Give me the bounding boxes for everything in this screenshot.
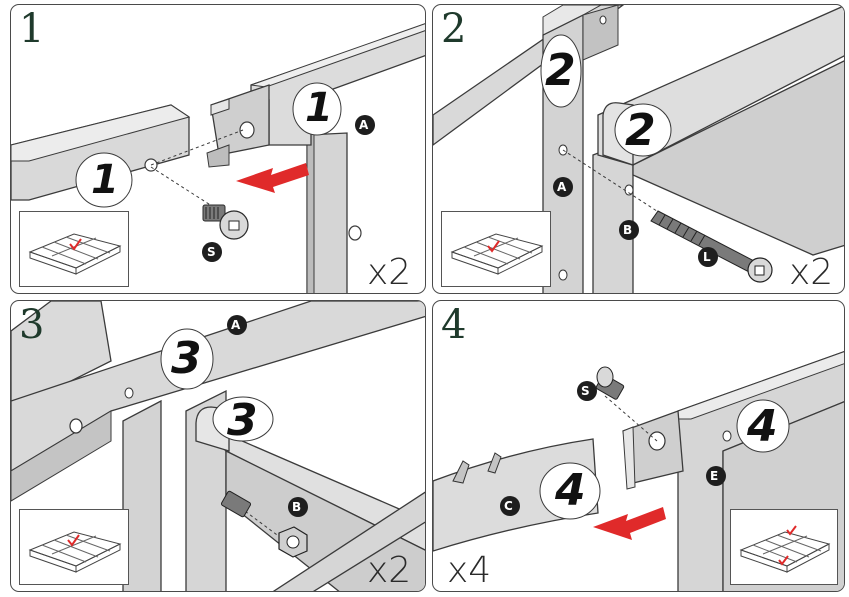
part-badge-a: A (359, 118, 368, 132)
assembly-arrow-icon (593, 507, 666, 540)
part-badge-s: S (581, 384, 590, 398)
step-number: 2 (441, 9, 466, 49)
step-number: 1 (19, 9, 44, 49)
part-label-large: 3 (171, 333, 202, 384)
step-panel-2: 2 2 2 A B L x2 (432, 4, 845, 294)
part-label-large: 4 (555, 465, 586, 516)
part-badge-c: C (504, 499, 513, 513)
quantity-label: x2 (367, 255, 411, 291)
part-label-large: 1 (91, 157, 119, 203)
part-badge-a: A (231, 318, 240, 332)
quantity-label: x2 (789, 255, 833, 291)
part-label-large: 2 (545, 45, 576, 96)
step-panel-3: 3 3 3 A B x2 (10, 300, 426, 592)
part-badge-b: B (292, 500, 301, 514)
part-label-large: 4 (747, 401, 778, 452)
part-badge-e: E (710, 469, 718, 483)
part-badge-s: S (207, 245, 216, 259)
part-badge-a: A (557, 180, 566, 194)
quantity-label: x4 (447, 553, 491, 589)
bed-frame-overview-icon (19, 211, 129, 287)
step-number: 4 (441, 305, 466, 345)
step-panel-1: 1 1 1 A S x2 (10, 4, 426, 294)
checkmark-icon (779, 526, 796, 564)
bed-frame-overview-icon (19, 509, 129, 585)
part-label-large: 2 (625, 105, 656, 156)
assembly-arrow-icon (236, 163, 309, 193)
bed-frame-overview-icon (441, 211, 551, 287)
bolt-icon (203, 205, 248, 239)
part-badge-b: B (623, 223, 632, 237)
part-badge-l: L (703, 250, 711, 264)
bed-frame-overview-icon (730, 509, 838, 585)
quantity-label: x2 (367, 553, 411, 589)
part-label-large: 1 (305, 85, 333, 131)
bolt-icon (596, 367, 625, 400)
step-panel-4: 4 4 4 S C E x4 (432, 300, 845, 592)
step-number: 3 (19, 305, 44, 345)
part-label-large: 3 (227, 395, 258, 446)
